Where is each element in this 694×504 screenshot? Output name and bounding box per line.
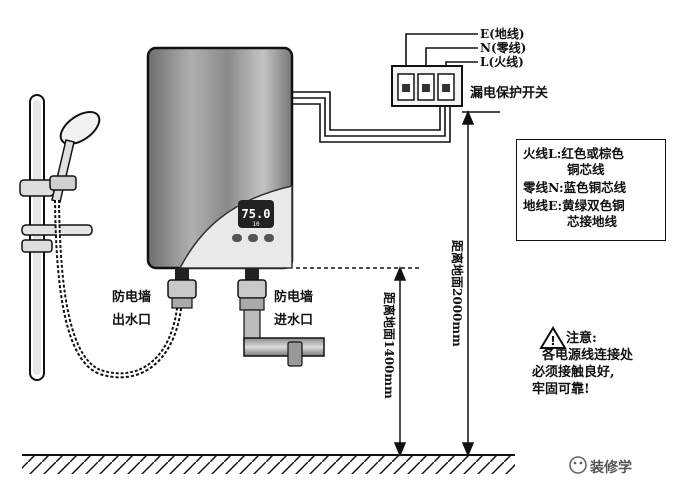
breaker-label: 漏电保护开关 [470,86,549,101]
safety-note: 注意: 各电源线连接处 必须接触良好, 牢固可靠! [532,330,633,398]
heater-display-reading: 75.0 [242,207,271,221]
wire-label-earth: E(地线) [480,27,525,41]
power-cable [292,91,451,143]
heater-display-sub: 10 [252,221,260,228]
legend-earth-line1: 地线E:黄绿双色铜 [523,198,625,213]
supply-wires [405,33,478,66]
wire-label-neutral: N(零线) [480,41,527,55]
legend-live-line1: 火线L:红色或棕色 [523,146,624,161]
outlet-label-line2: 出水口 [112,313,152,328]
leakage-breaker [391,65,463,107]
inlet-label-line2: 进水口 [274,313,314,328]
brand-logo-icon [569,456,587,474]
brand-name: 装修学 [590,460,632,476]
dim-1400-label: 距离地面1400mm [382,292,396,399]
legend-neutral: 零线N:蓝色铜芯线 [523,180,627,195]
ground [22,454,515,474]
wire-label-live: L(火线) [480,55,524,69]
svg-text:!: ! [550,334,555,348]
legend-earth-line2: 芯接地线 [567,214,618,229]
wire-color-legend: 火线L:红色或棕色 铜芯线 零线N:蓝色铜芯线 地线E:黄绿双色铜 芯接地线 [516,139,666,241]
note-line2: 必须接触良好, [532,365,615,380]
note-title: 注意: [566,331,597,346]
water-heater [146,46,294,270]
note-line1: 各电源线连接处 [542,348,634,363]
warning-icon: ! [539,326,567,349]
shower-head [49,111,101,203]
inlet-fitting [237,268,325,367]
dim-2000-line [461,110,500,457]
legend-live-line2: 铜芯线 [567,162,605,177]
outlet-fitting [167,268,197,309]
note-line3: 牢固可靠! [532,382,590,397]
dim-2000-label: 距离地面2000mm [450,240,464,347]
dim-1400-line [296,266,420,457]
inlet-label-line1: 防电墙 [274,290,314,305]
outlet-label-line1: 防电墙 [112,290,152,305]
